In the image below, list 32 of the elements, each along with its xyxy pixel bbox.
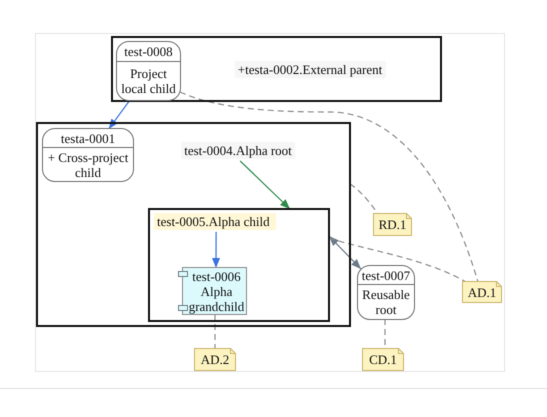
node-title: testa-0001 bbox=[60, 130, 116, 146]
container-label: +testa-0002.External parent bbox=[234, 61, 386, 78]
node-description: Reusable root bbox=[361, 287, 411, 317]
arrow bbox=[328, 236, 362, 270]
arrow bbox=[240, 160, 290, 210]
rounded-node bbox=[357, 265, 415, 320]
dashed-connector bbox=[328, 237, 466, 283]
note-text: CD.1 bbox=[369, 352, 397, 367]
note-card bbox=[462, 281, 502, 303]
component-label: test-0006 Alpha grandchild bbox=[188, 268, 245, 314]
dashed-connector bbox=[180, 91, 479, 282]
arrow bbox=[212, 232, 220, 268]
note-card bbox=[362, 348, 404, 371]
container-label: test-0004.Alpha root bbox=[181, 142, 295, 159]
node-description: + Cross-project child bbox=[46, 150, 130, 180]
node-title: test-0008 bbox=[124, 44, 173, 59]
arrow bbox=[108, 100, 130, 130]
rounded-node bbox=[42, 128, 134, 182]
note-text: RD.1 bbox=[378, 217, 406, 232]
note-text: AD.1 bbox=[468, 284, 496, 300]
container-box bbox=[111, 36, 442, 102]
container-label: test-0005.Alpha child bbox=[154, 213, 276, 230]
note-card bbox=[373, 213, 412, 236]
dashed-connector bbox=[350, 183, 378, 214]
container-box bbox=[148, 208, 330, 322]
node-title: test-0007 bbox=[362, 268, 410, 282]
dashed-connector bbox=[214, 314, 216, 349]
container-box bbox=[36, 122, 351, 327]
node-description: Project local child bbox=[120, 66, 177, 96]
note-card bbox=[194, 348, 236, 371]
rounded-node bbox=[116, 41, 181, 101]
note-text: AD.2 bbox=[200, 352, 230, 367]
